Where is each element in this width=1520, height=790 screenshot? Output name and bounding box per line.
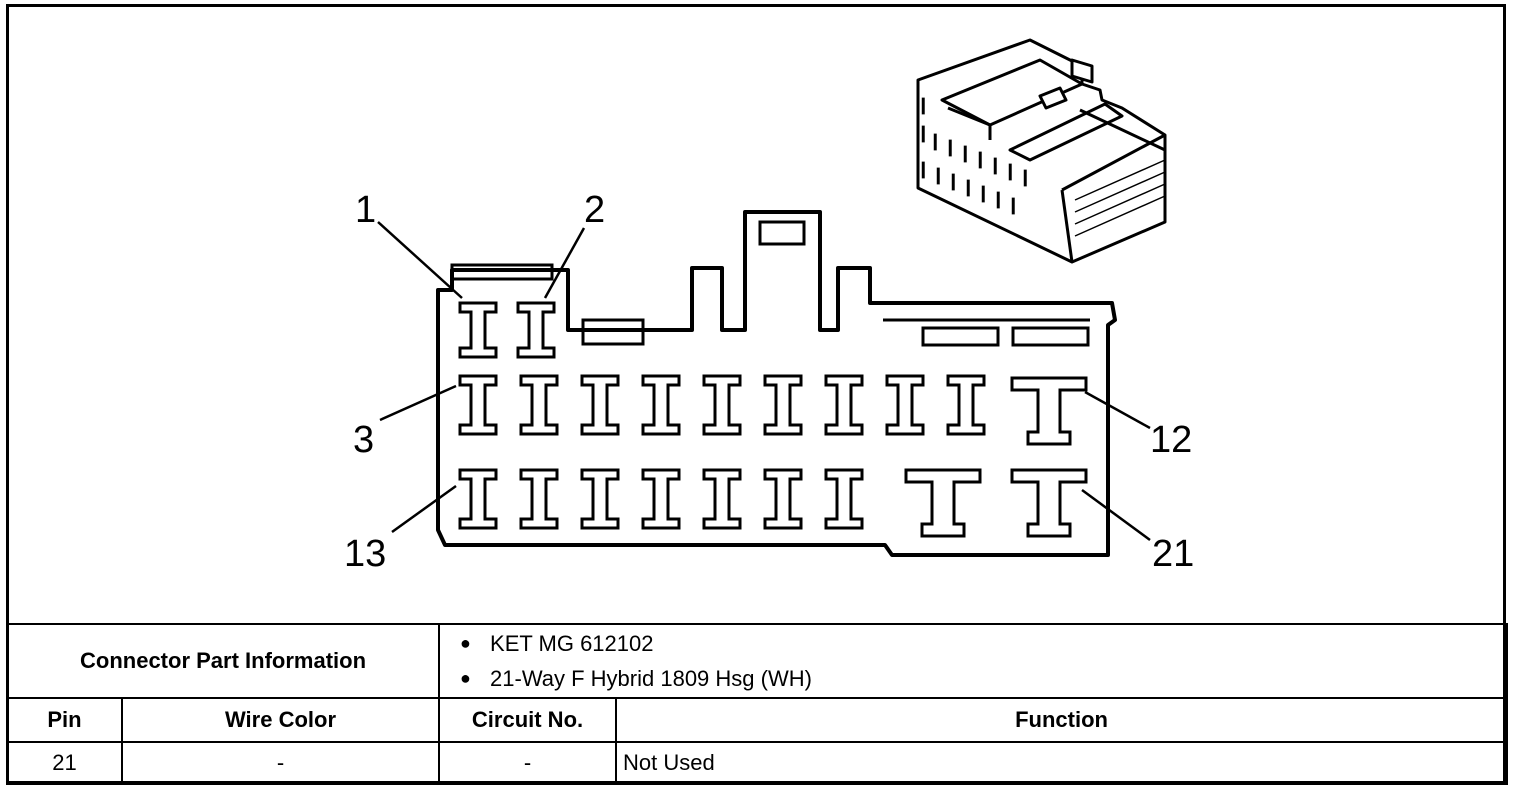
pin-cavity-15 bbox=[580, 468, 620, 530]
iso-pin-14: Ⅰ bbox=[980, 182, 987, 207]
iso-pin-8: Ⅰ bbox=[1007, 160, 1014, 185]
pin-cavity-2 bbox=[516, 301, 556, 359]
pin-cavity-9 bbox=[824, 374, 864, 436]
connector-part-label: Connector Part Information bbox=[5, 623, 441, 699]
iso-pin-1: Ⅰ bbox=[920, 94, 927, 119]
cell-circuit: - bbox=[438, 741, 618, 785]
header-function: Function bbox=[615, 697, 1509, 743]
key-slot-1 bbox=[581, 318, 645, 346]
header-row: Pin Wire Color Circuit No. Function bbox=[6, 697, 1509, 743]
pin-cavity-17 bbox=[702, 468, 742, 530]
part-number: KET MG 612102 bbox=[460, 626, 1500, 661]
pin-cavities bbox=[458, 301, 1088, 538]
pin-cavity-16 bbox=[641, 468, 681, 530]
pin-cavity-8 bbox=[763, 374, 803, 436]
iso-pin-3: Ⅰ bbox=[932, 130, 939, 155]
latch-window bbox=[758, 220, 806, 246]
housing-description: 21-Way F Hybrid 1809 Hsg (WH) bbox=[460, 661, 1500, 696]
pin-cavity-1 bbox=[458, 301, 498, 359]
connector-part-values: KET MG 612102 21-Way F Hybrid 1809 Hsg (… bbox=[438, 623, 1509, 699]
callout-pin-21: 21 bbox=[1152, 533, 1194, 575]
top-lip bbox=[450, 263, 554, 281]
cell-wire-color: - bbox=[120, 741, 441, 785]
iso-pin-15: Ⅰ bbox=[995, 188, 1002, 213]
iso-pin-12: Ⅰ bbox=[950, 170, 957, 195]
key-slot-2 bbox=[921, 326, 1000, 347]
pin-cavity-20 bbox=[904, 468, 982, 538]
key-slot-3 bbox=[1011, 326, 1090, 347]
iso-pin-9: Ⅰ bbox=[1022, 166, 1029, 191]
iso-pin-13: Ⅰ bbox=[965, 176, 972, 201]
iso-pin-5: Ⅰ bbox=[962, 142, 969, 167]
pin-cavity-19 bbox=[824, 468, 864, 530]
connector-info-table: Connector Part Information KET MG 612102… bbox=[5, 623, 1509, 785]
pin-cavity-10 bbox=[885, 374, 925, 436]
pin-cavity-18 bbox=[763, 468, 803, 530]
pin-cavity-14 bbox=[519, 468, 559, 530]
callout-pin-12: 12 bbox=[1150, 419, 1192, 461]
connector-outline bbox=[436, 210, 1117, 557]
cell-function: Not Used bbox=[615, 741, 1509, 785]
callout-pin-13: 13 bbox=[344, 533, 386, 575]
iso-pin-2: Ⅰ bbox=[920, 122, 927, 147]
callout-pin-1: 1 bbox=[355, 189, 376, 231]
pin-cavity-21 bbox=[1010, 468, 1088, 538]
header-pin: Pin bbox=[6, 697, 123, 743]
pin-cavity-4 bbox=[519, 374, 559, 436]
header-wire-color: Wire Color bbox=[120, 697, 441, 743]
table-row: 21 - - Not Used bbox=[6, 741, 1509, 785]
pin-cavity-3 bbox=[458, 374, 498, 436]
pin-cavity-13 bbox=[458, 468, 498, 530]
pin-cavity-7 bbox=[702, 374, 742, 436]
iso-pin-4: Ⅰ bbox=[947, 136, 954, 161]
iso-pin-6: Ⅰ bbox=[977, 148, 984, 173]
pin-cavity-11 bbox=[946, 374, 986, 436]
callout-pin-3: 3 bbox=[353, 419, 374, 461]
callout-pin-2: 2 bbox=[584, 189, 605, 231]
pin-cavity-12 bbox=[1010, 376, 1088, 446]
header-circuit-no: Circuit No. bbox=[438, 697, 618, 743]
leader-lines bbox=[377, 221, 1151, 542]
iso-pin-16: Ⅰ bbox=[1010, 194, 1017, 219]
iso-pin-11: Ⅰ bbox=[935, 164, 942, 189]
connector-part-row: Connector Part Information KET MG 612102… bbox=[5, 623, 1509, 699]
pin-cavity-6 bbox=[641, 374, 681, 436]
connector-isometric-image bbox=[916, 38, 1167, 264]
pin-cavity-5 bbox=[580, 374, 620, 436]
iso-pin-7: Ⅰ bbox=[992, 154, 999, 179]
iso-pin-10: Ⅰ bbox=[920, 158, 927, 183]
cell-pin: 21 bbox=[6, 741, 123, 785]
